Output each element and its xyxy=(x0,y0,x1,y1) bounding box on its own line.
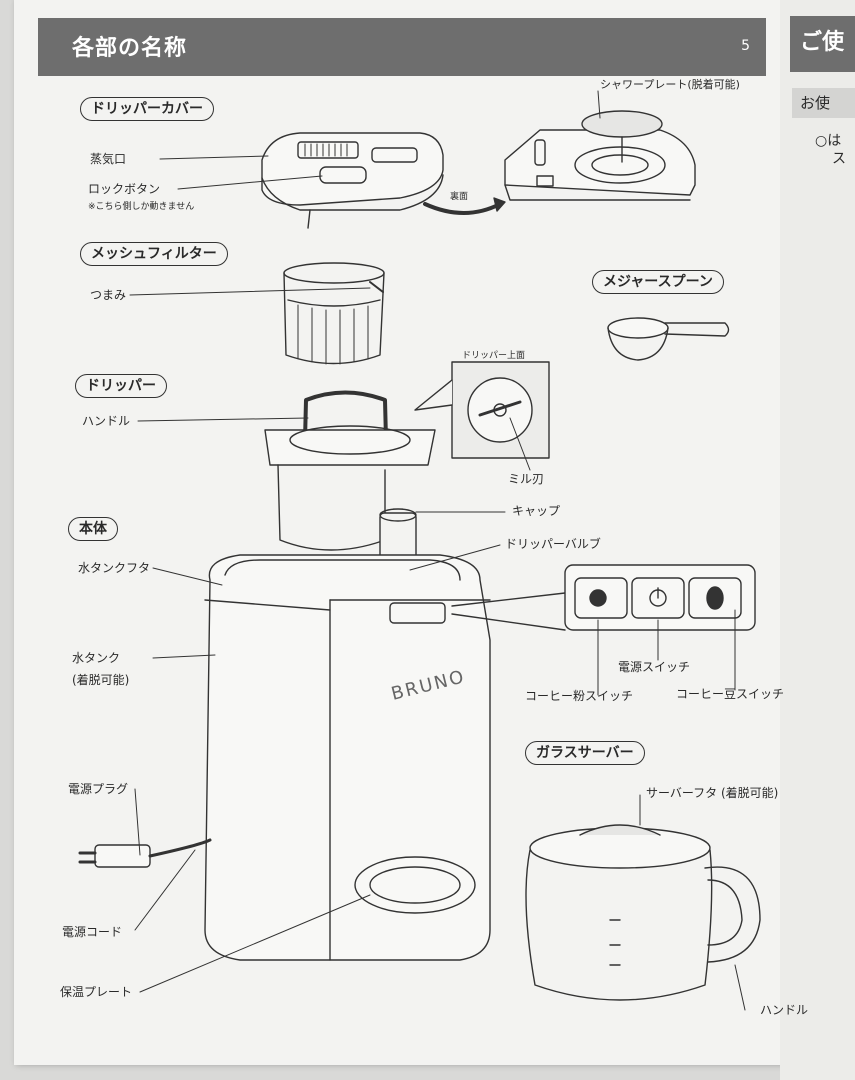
label-shower-plate: シャワープレート(脱着可能) xyxy=(600,78,740,91)
section-mesh-filter: メッシュフィルター xyxy=(80,242,228,266)
dripper-drawing xyxy=(264,390,436,578)
next-page-edge xyxy=(780,0,855,1080)
label-water-tank-note: (着脱可能) xyxy=(72,673,130,687)
label-back-side: 裏面 xyxy=(450,192,469,202)
next-page-subtitle: お使 xyxy=(792,88,855,118)
section-body: 本体 xyxy=(68,517,118,541)
label-warming-plate: 保温プレート xyxy=(60,985,133,999)
dripper-cover-drawing xyxy=(261,132,444,229)
section-dripper: ドリッパー xyxy=(75,374,167,398)
section-glass-server: ガラスサーバー xyxy=(525,741,645,765)
label-dripper-top: ドリッパー上面 xyxy=(462,351,526,361)
label-steam-vent: 蒸気口 xyxy=(90,152,127,166)
label-mill-blade: ミル刃 xyxy=(508,472,545,486)
label-lock-note: ※こちら側しか動きません xyxy=(88,202,195,212)
glass-server-drawing xyxy=(525,824,761,1001)
measure-spoon-drawing xyxy=(607,317,730,361)
label-power-plug: 電源プラグ xyxy=(68,782,129,796)
label-dripper-valve: ドリッパーバルブ xyxy=(505,537,601,551)
page-title: 各部の名称 xyxy=(72,36,188,61)
label-tank-lid: 水タンクフタ xyxy=(78,561,151,575)
mesh-filter-drawing xyxy=(283,262,385,365)
label-bean-switch: コーヒー豆スイッチ xyxy=(676,687,785,701)
label-server-lid: サーバーフタ (着脱可能) xyxy=(646,786,779,800)
label-powder-switch: コーヒー粉スイッチ xyxy=(525,689,634,703)
label-cap: キャップ xyxy=(512,504,561,518)
section-dripper-cover: ドリッパーカバー xyxy=(80,97,214,121)
control-panel-drawing xyxy=(451,564,756,631)
page-number: 5 xyxy=(741,38,750,54)
label-power-cord: 電源コード xyxy=(62,925,123,939)
label-handle: ハンドル xyxy=(82,414,131,428)
power-plug-drawing xyxy=(78,838,212,868)
main-body-drawing xyxy=(204,554,491,961)
next-page-bullet: ○は xyxy=(815,133,842,149)
label-server-handle: ハンドル xyxy=(760,1003,809,1017)
label-knob: つまみ xyxy=(90,288,127,302)
dripper-top-inset xyxy=(414,361,550,459)
label-water-tank: 水タンク xyxy=(72,651,121,665)
next-page-title: ご使 xyxy=(790,16,855,72)
next-page-cont: ス xyxy=(832,151,846,167)
label-power-switch: 電源スイッチ xyxy=(618,660,691,674)
page-header: 各部の名称 5 xyxy=(38,18,766,76)
label-lock-button: ロックボタン xyxy=(88,182,161,196)
section-measure-spoon: メジャースプーン xyxy=(592,270,724,294)
cover-back-drawing xyxy=(504,110,696,201)
